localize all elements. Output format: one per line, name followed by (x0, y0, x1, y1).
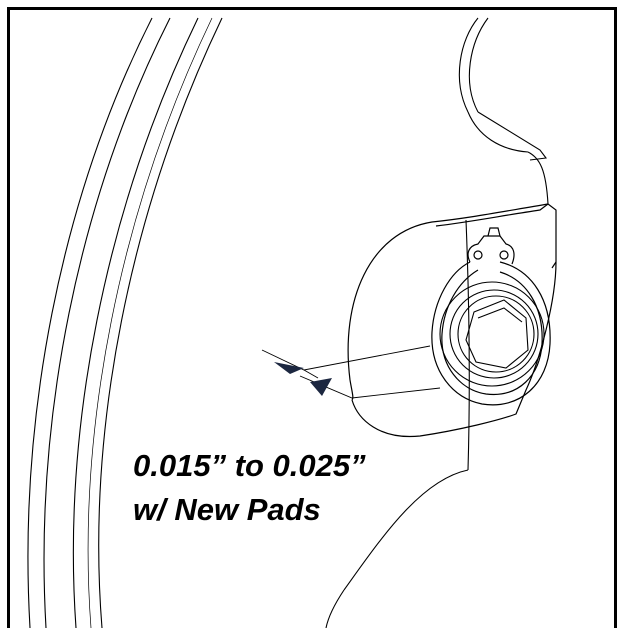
gap-arrows (274, 362, 332, 396)
gap-spec-label: 0.015” to 0.025” (133, 448, 366, 483)
pad-plate (347, 203, 557, 438)
caliper-body (325, 17, 549, 628)
hex-bushing (439, 281, 545, 387)
retaining-clip (431, 227, 551, 406)
drawing-frame (7, 7, 617, 628)
arrow-lower-icon (310, 378, 332, 396)
arrow-upper-icon (274, 362, 304, 374)
rotor-edge-curves (27, 17, 223, 628)
gap-callout: 0.015” to 0.025” w/ New Pads (133, 444, 366, 532)
condition-label: w/ New Pads (133, 492, 321, 527)
